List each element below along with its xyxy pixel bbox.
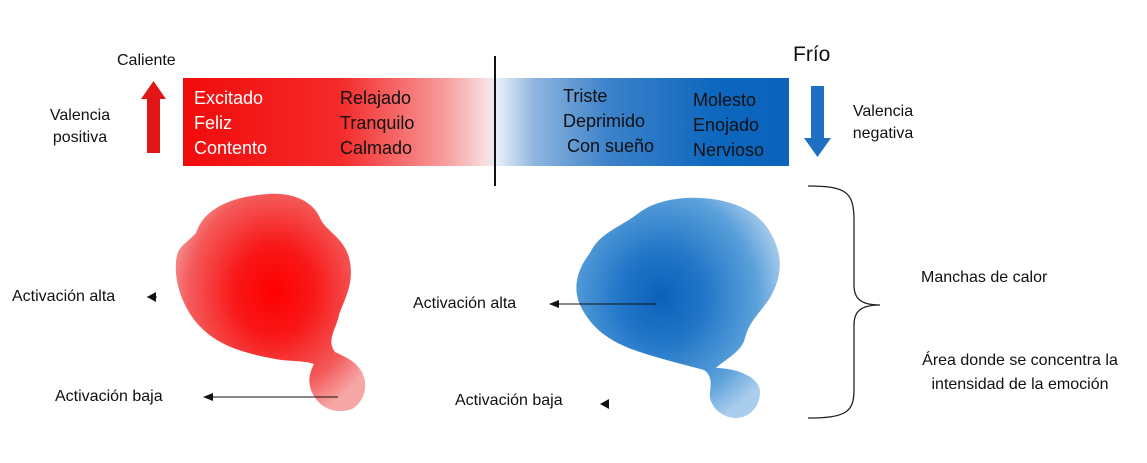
- emotion-feliz: Feliz: [194, 113, 233, 133]
- negative-valence-line-1: Valencia: [852, 103, 914, 120]
- positive-valence-label: Valencia positiva: [40, 105, 120, 149]
- emotion-enojado: Enojado: [693, 115, 760, 135]
- emotion-column-negative-high: Molesto Enojado Nervioso: [693, 88, 764, 163]
- negative-valence-line-2: negativa: [852, 125, 914, 142]
- right-low-activation-label: Activación baja: [455, 392, 563, 409]
- emotion-column-negative-low: Triste Deprimido Con sueño: [563, 84, 654, 159]
- emotion-column-positive-high: Excitado Feliz Contento: [194, 86, 267, 161]
- emotion-molesto: Molesto: [693, 90, 757, 110]
- pointer-arrow-right-low: [600, 399, 609, 409]
- description-line-2: intensidad de la emoción: [931, 376, 1109, 393]
- emotion-column-positive-low: Relajado Tranquilo Calmado: [340, 86, 414, 161]
- right-high-activation-label: Activación alta: [413, 295, 517, 312]
- emotion-triste: Triste: [563, 86, 608, 106]
- emotion-tranquilo: Tranquilo: [340, 113, 415, 133]
- arrow-down-icon: [804, 86, 831, 157]
- emotion-con-sueno: Con sueño: [567, 136, 655, 156]
- arrow-up-icon: [141, 81, 166, 153]
- cold-label: Frío: [793, 43, 831, 66]
- emotion-calmado: Calmado: [340, 138, 413, 158]
- valence-gradient-bar: [183, 78, 789, 166]
- heat-spots-title: Manchas de calor: [921, 269, 1048, 286]
- emotion-excitado: Excitado: [194, 88, 264, 108]
- red-heat-blob: [175, 193, 366, 412]
- emotion-deprimido: Deprimido: [563, 111, 646, 131]
- emotion-contento: Contento: [194, 138, 268, 158]
- left-low-activation-label: Activación baja: [55, 388, 163, 405]
- emotion-relajado: Relajado: [340, 88, 412, 108]
- positive-valence-line-2: positiva: [52, 129, 108, 146]
- curly-brace: [807, 185, 881, 419]
- hot-label: Caliente: [117, 52, 176, 69]
- heat-spots-description: Área donde se concentra la intensidad de…: [896, 349, 1144, 397]
- blue-heat-blob: [576, 197, 780, 418]
- description-line-1: Área donde se concentra la: [922, 352, 1118, 369]
- pointer-arrow-left-high: [147, 292, 156, 302]
- valence-divider-line: [494, 56, 496, 186]
- positive-valence-line-1: Valencia: [49, 107, 111, 124]
- left-high-activation-label: Activación alta: [12, 288, 116, 305]
- negative-valence-label: Valencia negativa: [838, 101, 928, 145]
- emotion-nervioso: Nervioso: [693, 140, 765, 160]
